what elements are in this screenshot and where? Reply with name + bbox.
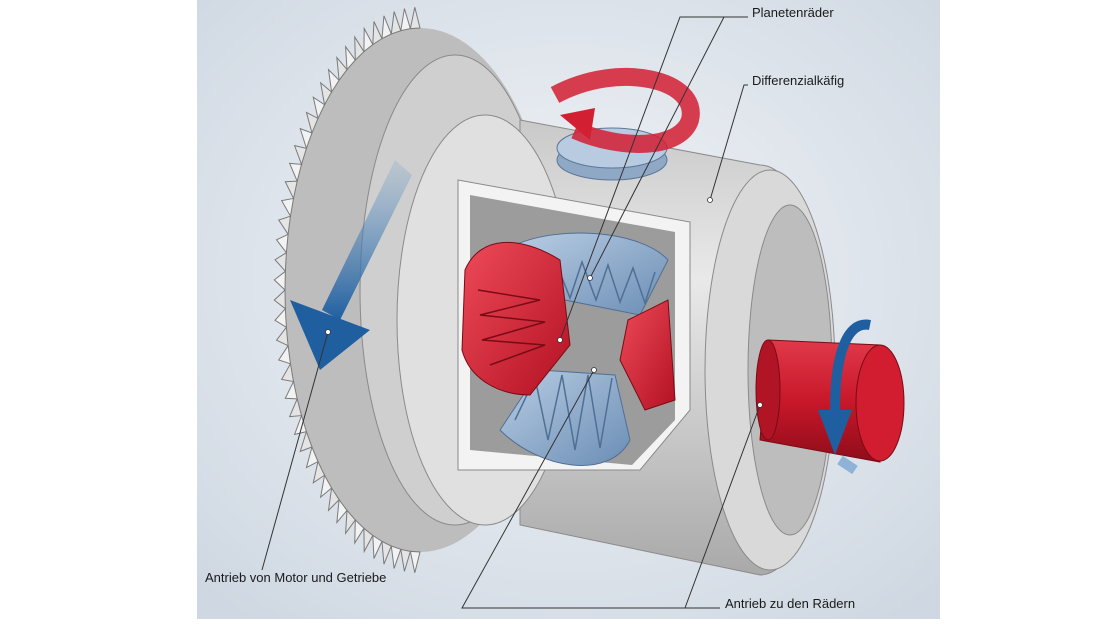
rotation-arrow-shaft [818, 319, 871, 475]
ring-gear-tooth [293, 413, 308, 436]
ring-gear-tooth [273, 270, 286, 292]
label-planetary-gears: Planetenräder [752, 5, 834, 20]
ring-gear-tooth [288, 397, 303, 418]
ring-gear-arrow [290, 160, 412, 370]
ring-gear-tooth [275, 325, 289, 347]
label-drive-wheels: Antrieb zu den Rädern [725, 596, 856, 611]
label-differential-cage: Differenzialkäfig [752, 73, 845, 88]
ring-gear-tooth [275, 233, 289, 255]
ring-gear-tooth [284, 180, 298, 200]
label-drive-motor: Antrieb von Motor und Getriebe [205, 570, 387, 585]
ring-gear-tooth [400, 548, 412, 572]
ring-gear-tooth [409, 7, 421, 30]
ring-gear-tooth [280, 362, 295, 383]
output-shaft [755, 339, 905, 463]
ring-gear-tooth [277, 215, 292, 236]
ring-gear-tooth [277, 344, 292, 365]
ring-gear-tooth [305, 445, 319, 469]
ring-gear-tooth [363, 26, 374, 53]
ring-gear-tooth [363, 527, 374, 554]
ring-gear-tooth [390, 545, 402, 569]
ring-gear-tooth [299, 127, 313, 150]
ring-gear-tooth [293, 144, 308, 167]
ring-gear-tooth [288, 162, 303, 183]
ring-gear-tooth [354, 35, 365, 62]
ring-gear-tooth [372, 534, 383, 559]
ring-gear-tooth [274, 307, 287, 329]
ring-gear-tooth [327, 68, 340, 94]
rotation-arrow-top [550, 68, 700, 153]
ring-gear-tooth [327, 486, 340, 512]
ring-gear-tooth [344, 509, 356, 536]
side-gear-right [619, 299, 676, 411]
ring-gear-tooth [284, 380, 298, 400]
ring-gear-tooth [336, 498, 348, 524]
leader-dots [325, 197, 763, 408]
ring-gear-tooth [273, 288, 286, 310]
ring-gear-tooth [409, 550, 421, 573]
ring-gear-tooth [336, 56, 348, 82]
ring-gear-tooth [381, 15, 392, 40]
planet-gear-bottom [499, 369, 631, 466]
side-gear-left [461, 241, 571, 396]
ring-gear-tooth [305, 111, 319, 135]
ring-gear-tooth [319, 81, 333, 107]
ring-gear-tooth [312, 96, 326, 120]
ring-gear-tooth [344, 44, 356, 71]
ring-gear-tooth [299, 430, 313, 453]
ring-gear-tooth [390, 11, 402, 35]
ring-gear-tooth [372, 21, 383, 46]
leader-lines [261, 16, 761, 609]
ring-gear-tooth [354, 518, 365, 545]
ring-gear-tooth [312, 460, 326, 484]
ring-gear-tooth [381, 540, 392, 565]
ring-gear-tooth [274, 251, 287, 273]
ring-gear-tooth [319, 473, 333, 499]
ring-gear-tooth [400, 8, 412, 32]
ring-gear-tooth [280, 197, 295, 218]
